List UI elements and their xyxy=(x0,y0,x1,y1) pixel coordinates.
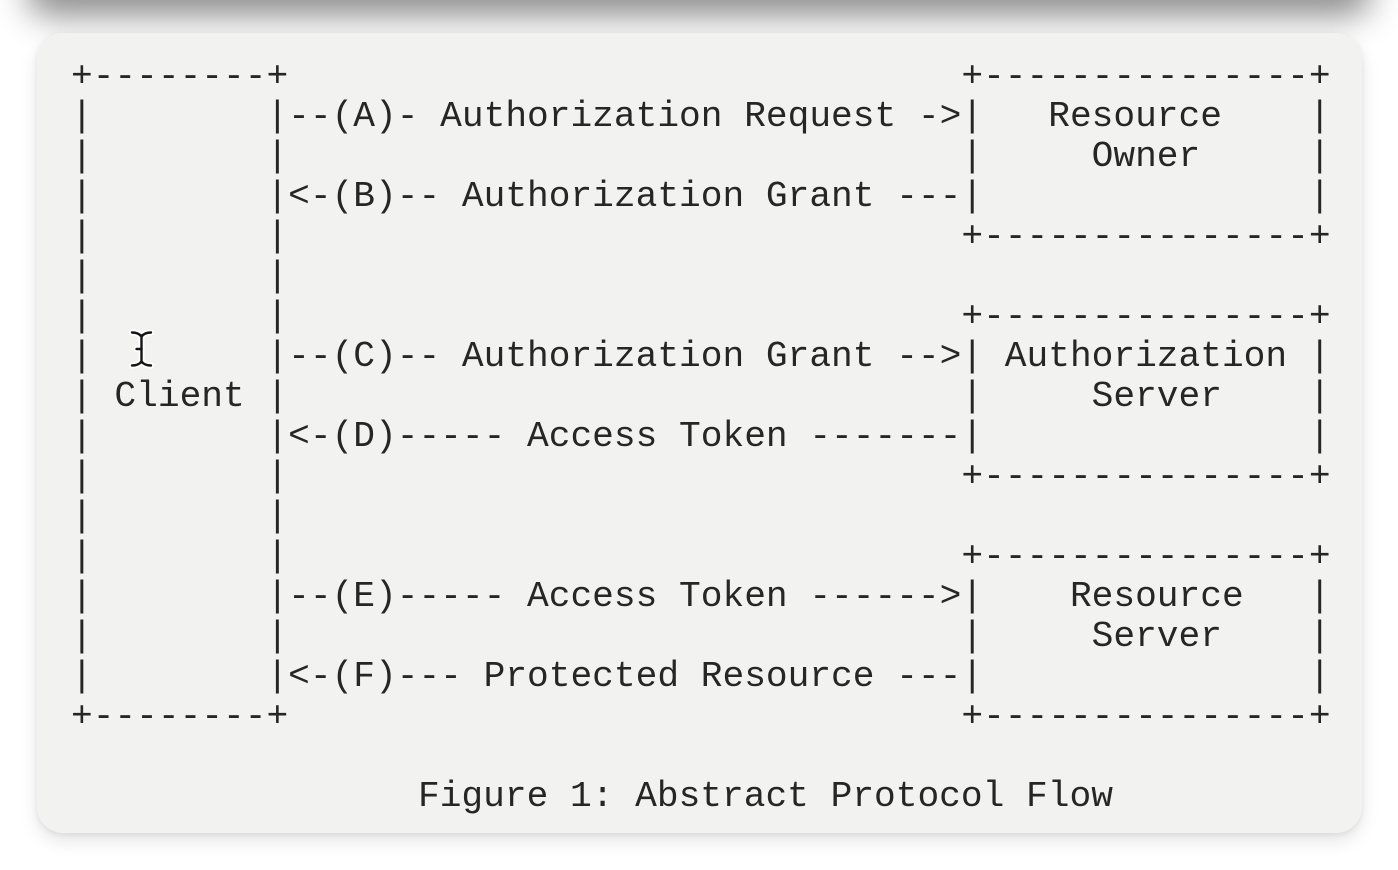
document-card: +--------+ +---------------+ | |--(A)- A… xyxy=(37,33,1362,833)
figure-caption: Figure 1: Abstract Protocol Flow xyxy=(418,776,1113,817)
ascii-flow-diagram[interactable]: +--------+ +---------------+ | |--(A)- A… xyxy=(71,56,1331,737)
